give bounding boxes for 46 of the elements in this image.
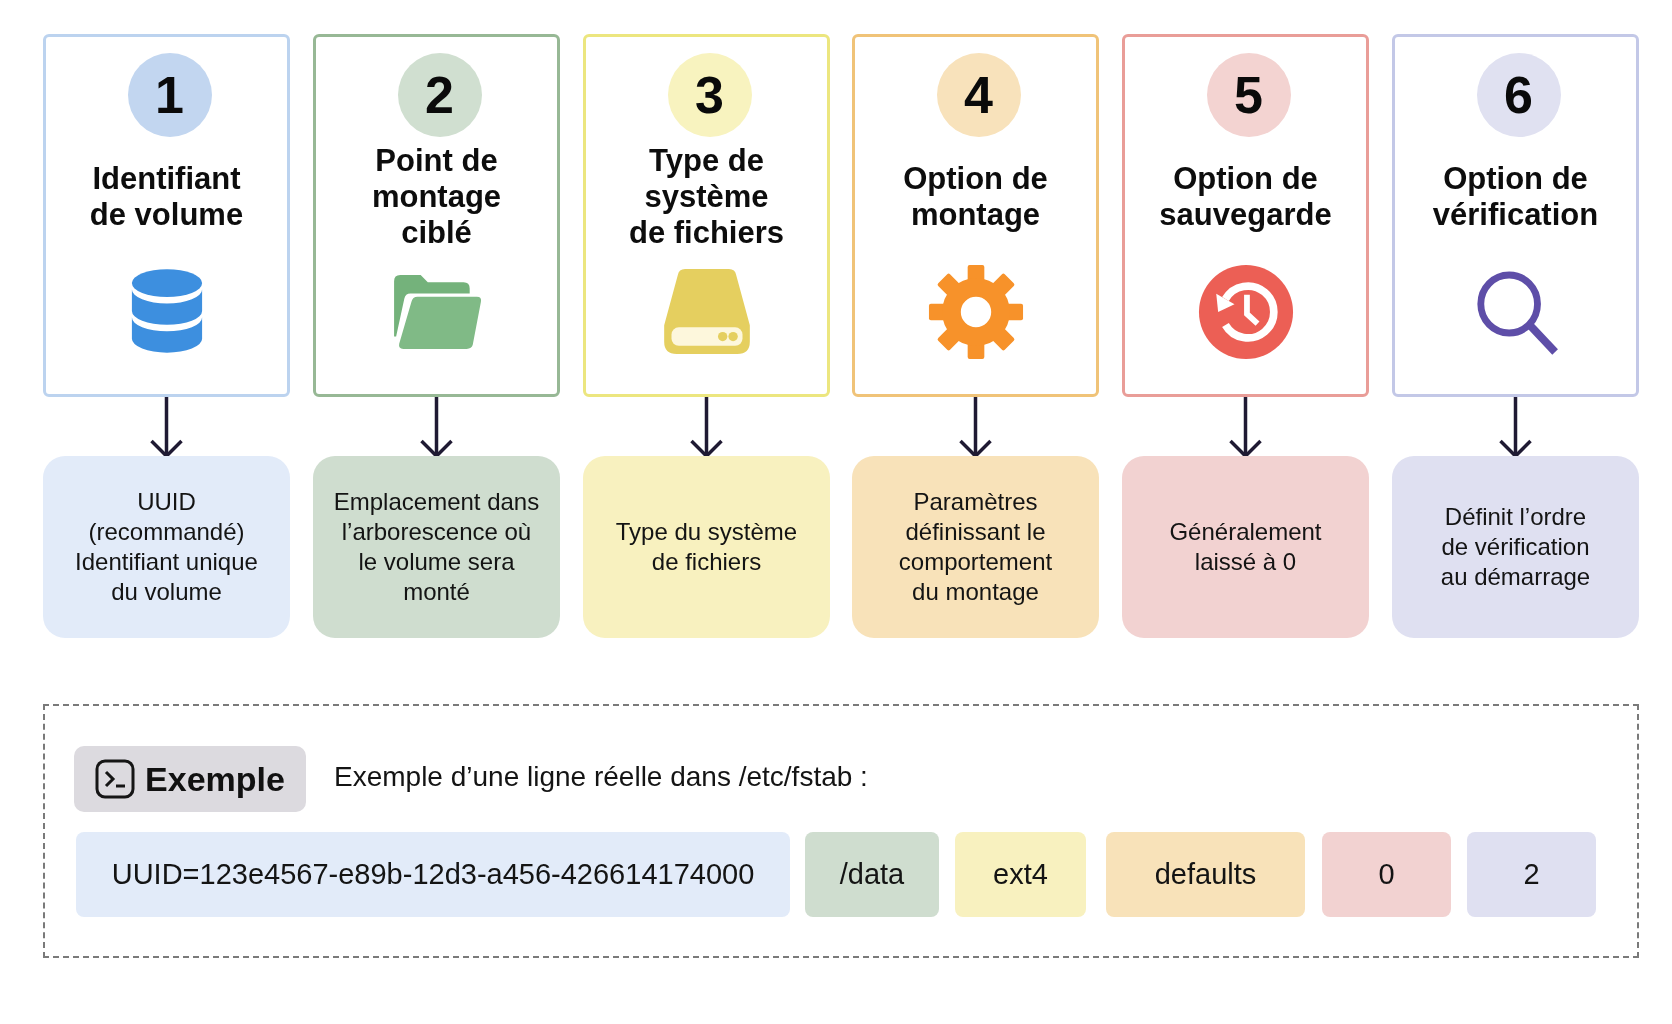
field-card: [313, 34, 560, 397]
field-title: Option de sauvegarde: [1158, 161, 1333, 233]
description-text: Définit l’ordre de vérification au démarrage: [1439, 502, 1592, 592]
field-card: [1122, 34, 1369, 397]
field-card: [43, 34, 290, 397]
field-card: [852, 34, 1099, 397]
example-badge: [74, 746, 306, 812]
field-card: [1392, 34, 1639, 397]
step-number: 1: [127, 53, 212, 137]
arrow: [419, 397, 454, 458]
field-title: Identifiant de volume: [88, 161, 245, 233]
fstab-field-tag: UUID=123e4567-e89b-12d3-a456-426614174000: [76, 832, 790, 917]
description-panel: [583, 456, 830, 638]
step-number: 5: [1206, 53, 1291, 137]
arrow: [1498, 397, 1533, 458]
field-title: Option de montage: [902, 161, 1049, 233]
fstab-field-tag: 2: [1467, 832, 1596, 917]
example-frame: [43, 704, 1639, 958]
arrow: [958, 397, 993, 458]
description-panel: [313, 456, 560, 638]
step-number: 4: [936, 53, 1021, 137]
badge-label: Exemple: [145, 759, 285, 799]
description-text: Type du système de fichiers: [614, 517, 799, 577]
fstab-field-tag: ext4: [955, 832, 1086, 917]
fstab-field-tag: 0: [1322, 832, 1451, 917]
field-title: Point de montage ciblé: [370, 143, 503, 251]
description-text: UUID (recommandé) Identifiant unique du volume: [74, 487, 259, 607]
description-text: Paramètres définissant le comportement du montage: [897, 487, 1054, 607]
example-description: Exemple d’une ligne réelle dans /etc/fstab :: [334, 760, 868, 794]
description-text: Emplacement dans l’arborescence où le volume sera monté: [332, 487, 541, 607]
description-panel: [1392, 456, 1639, 638]
fstab-field-tag: /data: [805, 832, 939, 917]
arrow: [689, 397, 724, 458]
field-title: Option de vérification: [1431, 161, 1600, 233]
step-number: 3: [667, 53, 752, 137]
field-card: [583, 34, 830, 397]
step-number: 2: [397, 53, 482, 137]
fstab-field-tag: defaults: [1106, 832, 1305, 917]
description-panel: [852, 456, 1099, 638]
description-panel: [43, 456, 290, 638]
step-number: 6: [1476, 53, 1561, 137]
description-text: Généralement laissé à 0: [1168, 517, 1323, 577]
arrow: [149, 397, 184, 458]
arrow: [1228, 397, 1263, 458]
field-title: Type de système de fichiers: [627, 143, 786, 251]
description-panel: [1122, 456, 1369, 638]
